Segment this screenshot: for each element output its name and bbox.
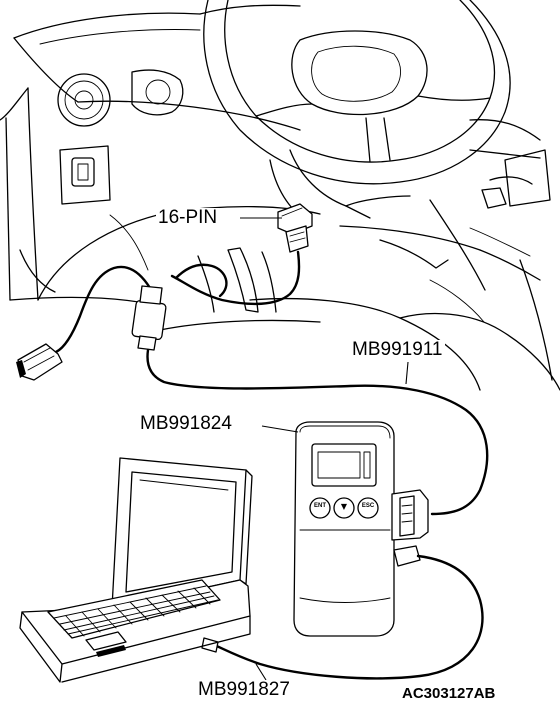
cable-mb991911 — [54, 250, 489, 516]
figure-code: AC303127AB — [402, 685, 496, 702]
label-mb991911: MB991911 — [350, 339, 445, 360]
dashboard-illustration — [0, 0, 560, 391]
leader-mb991827 — [255, 663, 267, 681]
laptop-computer — [19, 457, 253, 683]
cable-mb991827 — [201, 554, 484, 680]
enter-button-icon — [309, 497, 331, 519]
leader-lines — [240, 217, 409, 681]
escape-button-label: ESC — [361, 503, 375, 509]
down-button-label: ▼ — [340, 502, 348, 511]
escape-button-icon — [357, 497, 379, 519]
enter-button-label: ENT — [314, 503, 326, 509]
diagnosis-connector-16pin — [277, 203, 313, 253]
leader-mb991911 — [405, 361, 409, 385]
label-mb991824: MB991824 — [138, 413, 234, 434]
label-mb991827: MB991827 — [196, 679, 292, 700]
cigarette-lighter-plug — [16, 343, 63, 381]
down-button-icon — [333, 497, 355, 519]
leader-mb991824 — [261, 425, 299, 433]
keyboard-keys — [53, 585, 219, 637]
scan-tool-buttons — [309, 497, 379, 519]
scan-tool-device — [293, 421, 429, 637]
label-16-pin: 16-PIN — [156, 207, 220, 228]
